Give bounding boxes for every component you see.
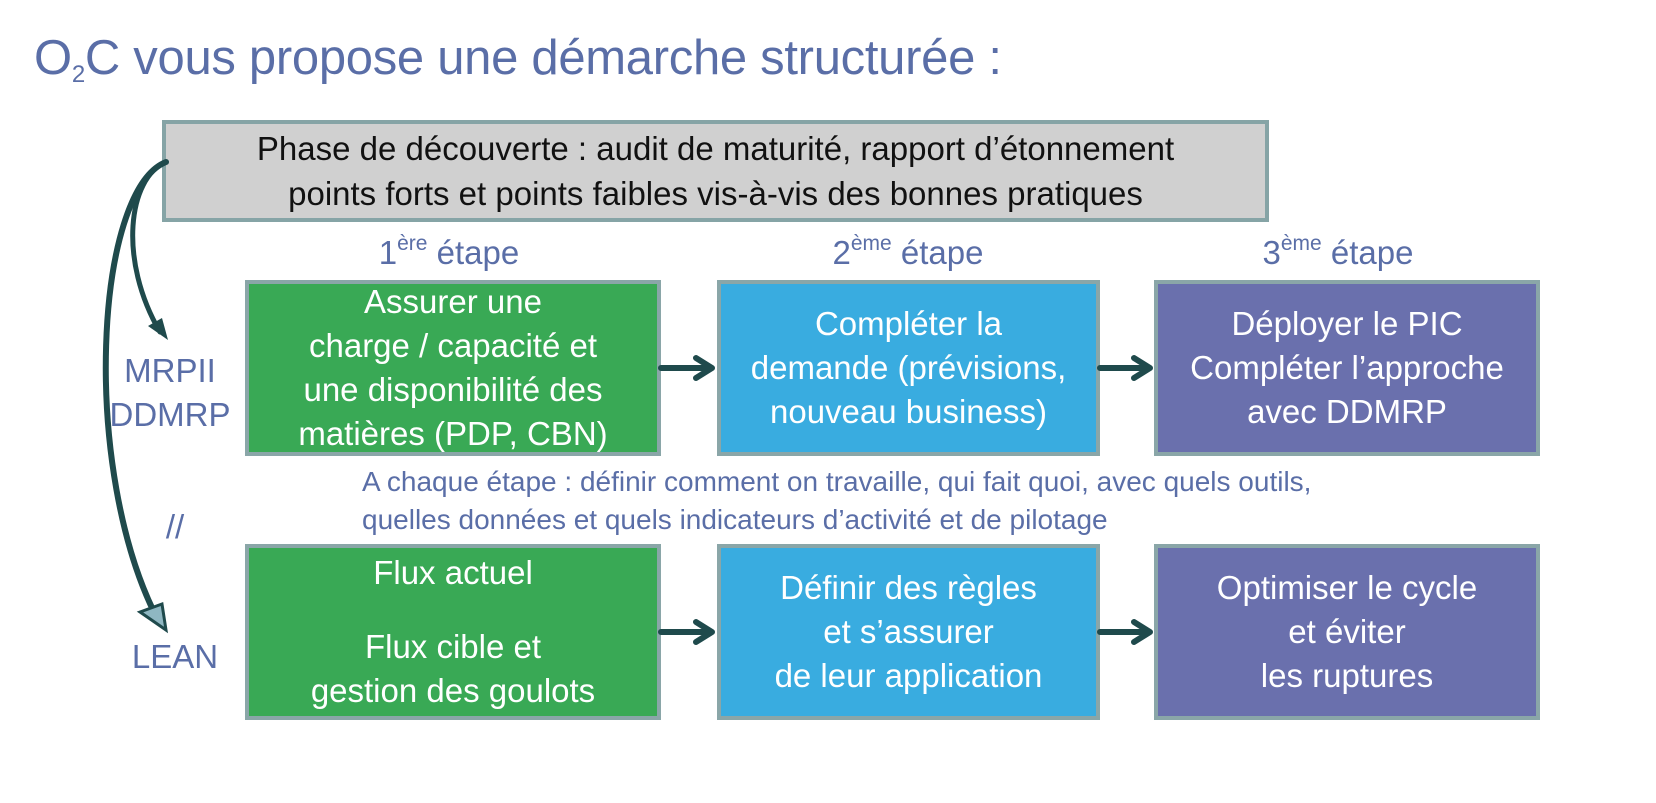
mrp-step-3-box: Déployer le PIC Compléter l’approche ave… xyxy=(1154,280,1540,456)
lean-step-2-box: Définir des règles et s’assurer de leur … xyxy=(717,544,1100,720)
step-3-number: 3 xyxy=(1262,234,1281,271)
arrowhead-mrp xyxy=(148,318,168,340)
step-2-header: 2ème étape xyxy=(832,232,984,272)
arrow-row1-step1-to-step2 xyxy=(658,355,715,381)
mrp-label: MRPII DDMRP xyxy=(100,349,240,437)
lean-step-3-line: Optimiser le cycle xyxy=(1216,569,1478,606)
step-1-number: 1 xyxy=(378,234,398,271)
mrp-step-1-line: Assurer une xyxy=(364,283,542,320)
arrow-row2-step1-to-step2 xyxy=(658,619,715,645)
title-text-o: O xyxy=(34,31,72,85)
step-1-word: étape xyxy=(427,234,520,271)
lean-step-3-box: Optimiser le cycle et éviter les rupture… xyxy=(1154,544,1540,720)
note-line-2: quelles données et quels indicateurs d’a… xyxy=(362,504,1108,535)
curve-to-lean xyxy=(102,159,169,623)
lean-step-1-line: Flux cible et xyxy=(364,628,542,665)
page-title: O2C vous propose une démarche structurée… xyxy=(34,30,1002,89)
lean-step-2-line: Définir des règles xyxy=(780,569,1037,606)
mrp-step-1-line: charge / capacité et xyxy=(308,327,597,364)
mrp-step-2-box: Compléter la demande (prévisions, nouvea… xyxy=(717,280,1100,456)
lean-step-2-line: et s’assurer xyxy=(823,613,994,650)
title-text-rest: C vous propose une démarche structurée : xyxy=(84,31,1002,85)
mrp-step-1-line: matières (PDP, CBN) xyxy=(298,415,608,452)
note-line-1: A chaque étape : définir comment on trav… xyxy=(362,466,1312,497)
mrp-step-2-line: demande (prévisions, xyxy=(750,349,1067,386)
mrp-step-3-line: Compléter l’approche xyxy=(1190,349,1504,386)
phase-line-1: Phase de découverte : audit de maturité,… xyxy=(256,130,1175,167)
discovery-phase-box: Phase de découverte : audit de maturité,… xyxy=(162,120,1269,222)
phase-line-2: points forts et points faibles vis-à-vis… xyxy=(288,175,1143,212)
ddmrp-label: DDMRP xyxy=(109,396,231,433)
step-2-number: 2 xyxy=(832,234,851,271)
title-subscript: 2 xyxy=(71,61,85,88)
parallel-label: // xyxy=(165,508,185,545)
lean-label: LEAN xyxy=(131,638,219,675)
lean-step-2-line: de leur application xyxy=(774,657,1043,694)
arrow-row2-step2-to-step3 xyxy=(1097,619,1153,645)
arrowhead-lean xyxy=(136,601,169,634)
step-3-word: étape xyxy=(1321,234,1414,271)
arrow-row1-step2-to-step3 xyxy=(1097,355,1153,381)
mrp-step-3-line: avec DDMRP xyxy=(1247,393,1447,430)
lean-step-1-line: gestion des goulots xyxy=(310,672,596,709)
mrp-step-2-line: nouveau business) xyxy=(769,393,1048,430)
mrp-step-3-line: Déployer le PIC xyxy=(1231,305,1463,342)
step-3-superscript: ème xyxy=(1280,232,1322,255)
lean-step-3-line: les ruptures xyxy=(1260,657,1434,694)
each-step-note: A chaque étape : définir comment on trav… xyxy=(362,463,1311,539)
mrp-step-2-line: Compléter la xyxy=(814,305,1003,342)
step-2-word: étape xyxy=(891,234,984,271)
step-1-header: 1ère étape xyxy=(378,232,520,272)
step-3-header: 3ème étape xyxy=(1262,232,1414,272)
step-2-superscript: ème xyxy=(850,232,892,255)
lean-step-3-line: et éviter xyxy=(1288,613,1406,650)
mrp-step-1-line: une disponibilité des xyxy=(303,371,603,408)
lean-step-1-box: Flux actuel Flux cible et gestion des go… xyxy=(245,544,661,720)
mrp-step-1-box: Assurer une charge / capacité et une dis… xyxy=(245,280,661,456)
mrpii-label: MRPII xyxy=(124,352,216,389)
lean-step-1-line: Flux actuel xyxy=(373,554,533,591)
step-1-superscript: ère xyxy=(397,232,428,255)
